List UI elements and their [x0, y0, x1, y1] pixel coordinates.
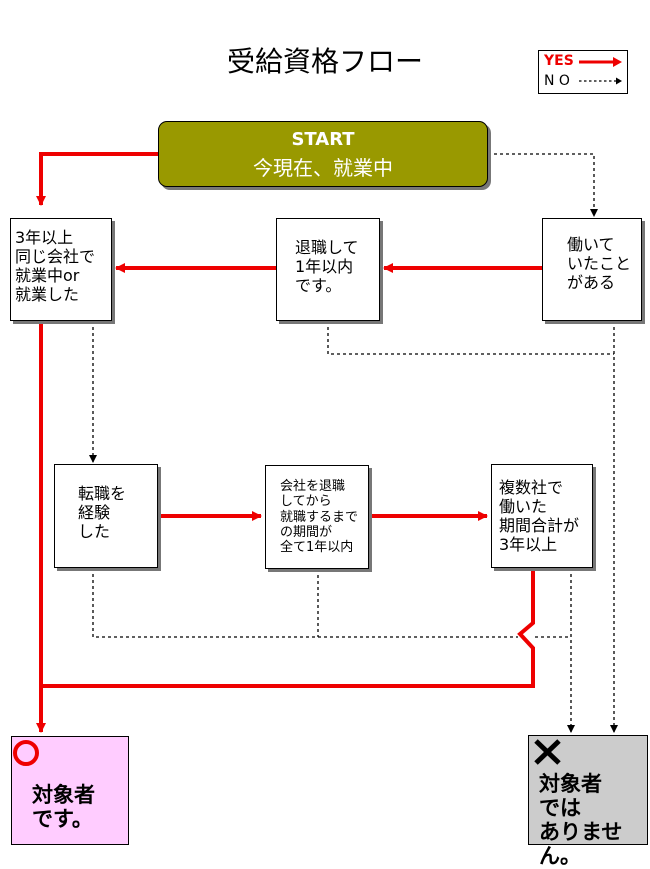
start-label: START	[291, 129, 355, 150]
node-text: 働いて いたこと がある	[567, 235, 632, 292]
node-within-one-year-of-leaving: 退職して 1年以内 です。	[276, 218, 380, 321]
start-question: 今現在、就業中	[253, 156, 393, 180]
legend-yes-arrow-icon	[579, 57, 622, 67]
no-start-to-box3	[488, 153, 598, 217]
legend-no-label: N O	[544, 73, 570, 89]
node-text: 会社を退職 してから 就職するまで の期間が 全て1年以内	[280, 479, 359, 556]
node-gaps-within-one-year: 会社を退職 してから 就職するまで の期間が 全て1年以内	[265, 465, 369, 569]
yes-box6-to-eligible	[41, 568, 535, 688]
cross-icon	[534, 739, 561, 765]
result-eligible: 対象者 です。	[11, 736, 129, 845]
no-box2-down	[327, 321, 614, 355]
circle-icon	[13, 740, 39, 766]
node-has-worked: 働いて いたこと がある	[542, 218, 642, 321]
legend: YES N O	[538, 50, 628, 94]
node-changed-jobs: 転職を 経験 した	[54, 464, 158, 568]
result-eligible-text: 対象者 です。	[32, 783, 95, 832]
node-total-three-years-multiple: 複数社で 働いた 期間合計が 3年以上	[491, 464, 593, 568]
node-text: 3年以上 同じ会社で 就業中or 就業した	[15, 228, 96, 304]
result-not-eligible: 対象者 では ありません。	[528, 735, 648, 868]
result-not-eligible-text: 対象者 では ありません。	[539, 772, 623, 869]
node-text: 退職して 1年以内 です。	[295, 238, 359, 295]
page-title: 受給資格フロー	[226, 45, 423, 78]
no-box4-down	[92, 568, 518, 638]
flow-connectors	[36, 152, 618, 733]
node-text: 複数社で 働いた 期間合計が 3年以上	[499, 478, 580, 554]
node-three-years-same-company: 3年以上 同じ会社で 就業中or 就業した	[10, 218, 112, 321]
legend-no-arrow-icon	[579, 77, 622, 85]
yes-start-to-box1	[36, 152, 158, 206]
node-text: 転職を 経験 した	[78, 484, 127, 541]
legend-yes-label: YES	[544, 53, 574, 69]
start-node: START 今現在、就業中	[158, 121, 488, 187]
